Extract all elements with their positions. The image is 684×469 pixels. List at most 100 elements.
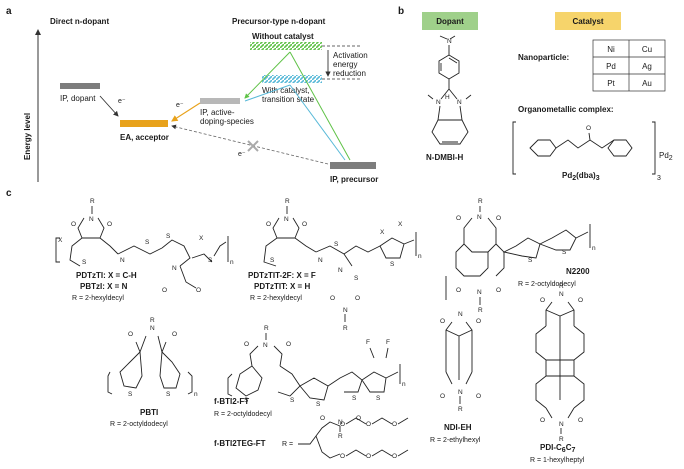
metal-ni: Ni xyxy=(607,45,615,54)
svg-text:O: O xyxy=(496,287,501,294)
svg-text:X: X xyxy=(58,237,63,244)
svg-text:O: O xyxy=(286,341,291,348)
svg-text:S: S xyxy=(390,261,395,268)
svg-text:n: n xyxy=(194,391,198,398)
metal-pt: Pt xyxy=(607,79,615,88)
svg-text:O: O xyxy=(496,215,501,222)
svg-text:N: N xyxy=(89,216,94,223)
svg-text:S: S xyxy=(352,395,357,402)
svg-text:N: N xyxy=(172,265,177,272)
svg-text:S: S xyxy=(208,257,213,264)
pbti-label: PBTI xyxy=(140,408,158,417)
panel-b: b Dopant Catalyst N N N H N-DMBI-H Nanop… xyxy=(398,6,673,182)
svg-text:S: S xyxy=(145,239,150,246)
svg-text:N: N xyxy=(477,289,482,296)
green-path-up xyxy=(289,51,351,161)
svg-text:O: O xyxy=(172,331,177,338)
svg-text:O: O xyxy=(586,125,591,132)
svg-text:R: R xyxy=(90,198,95,205)
teg-r-eq: R = xyxy=(282,441,293,448)
green-path-down xyxy=(244,51,291,99)
direct-title: Direct n-dopant xyxy=(50,17,109,26)
svg-text:O: O xyxy=(266,221,271,228)
dopant-tag xyxy=(422,12,478,30)
nanoparticle-label: Nanoparticle: xyxy=(518,53,569,62)
svg-text:N: N xyxy=(338,267,343,274)
svg-text:O: O xyxy=(302,221,307,228)
dopant-electron-arrow xyxy=(99,95,119,117)
teg-chain: O O O O O O xyxy=(298,417,409,460)
ndi-eh-structure: O O N O O N R xyxy=(440,311,481,413)
activation-label-2: energy xyxy=(333,60,357,69)
ea-acceptor-label: EA, acceptor xyxy=(120,133,169,142)
svg-text:O: O xyxy=(356,415,361,422)
svg-text:H: H xyxy=(445,94,450,101)
fbti2tegft-label: f-BTI2TEG-FT xyxy=(214,439,266,448)
svg-text:R: R xyxy=(478,307,483,314)
svg-text:O: O xyxy=(366,453,371,460)
active-electron-arrow xyxy=(171,102,201,122)
svg-text:O: O xyxy=(578,417,583,424)
svg-text:O: O xyxy=(392,421,397,428)
svg-text:N: N xyxy=(458,311,463,318)
dba-structure: O xyxy=(512,121,656,175)
n-dmbi-h-structure: N N N H xyxy=(427,35,472,145)
fbti2ft-label: f-BTI2-FT xyxy=(214,397,249,406)
svg-text:R: R xyxy=(343,325,348,332)
pdi-r-label: R = 1-hexylheptyl xyxy=(530,457,585,464)
y-axis-label: Energy level xyxy=(23,113,32,160)
panel-c: c R N O O S X N S S N O O X S n PD xyxy=(6,188,596,464)
panel-a: a Direct n-dopant Precursor-type n-dopan… xyxy=(6,6,378,184)
ip-active-label-1: IP, active- xyxy=(200,108,235,117)
with-catalyst-label-1: With catalyst, xyxy=(262,86,310,95)
bracket-sub: 3 xyxy=(657,175,661,182)
svg-text:O: O xyxy=(128,331,133,338)
metal-cu: Cu xyxy=(642,45,652,54)
svg-text:N: N xyxy=(436,99,441,106)
svg-text:S: S xyxy=(128,391,133,398)
svg-text:R: R xyxy=(478,198,483,205)
ip-dopant-label: IP, dopant xyxy=(60,94,96,103)
svg-text:N: N xyxy=(477,214,482,221)
panel-c-label: c xyxy=(6,188,12,199)
svg-text:S: S xyxy=(82,259,87,266)
ip-active-level xyxy=(200,98,240,104)
pdtztit-label: PDTzTIT: X = H xyxy=(254,282,310,291)
fbti2ft-r-label: R = 2-octyldodecyl xyxy=(214,411,272,418)
svg-text:N: N xyxy=(150,325,155,332)
pdtztit2f-label: PDTzTIT-2F: X = F xyxy=(248,271,316,280)
fbti2ft-structure: R N O O S S S S O O N R S F F n xyxy=(227,325,406,440)
svg-text:n: n xyxy=(592,245,596,252)
ip-active-label-2: doping-species xyxy=(200,117,254,126)
with-catalyst-label-2: transition state xyxy=(262,95,315,104)
svg-text:O: O xyxy=(330,295,335,302)
without-catalyst-level xyxy=(250,42,322,50)
svg-text:O: O xyxy=(340,421,345,428)
blocked-cross-icon xyxy=(247,140,259,152)
pdtzti-r-label: R = 2-hexyldecyl xyxy=(72,295,124,302)
svg-text:O: O xyxy=(366,421,371,428)
svg-text:R: R xyxy=(264,325,269,332)
blue-path-down xyxy=(244,84,291,102)
catalyst-tag-label: Catalyst xyxy=(572,17,603,26)
electron-3: e⁻ xyxy=(238,151,246,158)
svg-text:S: S xyxy=(376,395,381,402)
svg-text:n: n xyxy=(418,253,422,260)
panel-b-label: b xyxy=(398,6,404,17)
svg-text:N: N xyxy=(447,38,452,45)
pdtzti-structure: R N O O S X N S S N O O X S n xyxy=(55,198,234,294)
electron-2: e⁻ xyxy=(176,102,184,109)
pdi-structure: O O N R O O N R xyxy=(535,283,585,443)
activation-label-1: Activation xyxy=(333,51,368,60)
svg-text:F: F xyxy=(366,339,370,346)
n2200-r-label: R = 2-octyldodecyl xyxy=(518,281,576,288)
blue-path-up xyxy=(289,84,346,161)
svg-text:N: N xyxy=(457,99,462,106)
without-catalyst-label: Without catalyst xyxy=(252,32,314,41)
svg-text:R: R xyxy=(559,283,564,290)
svg-text:S: S xyxy=(354,275,359,282)
svg-text:X: X xyxy=(199,235,204,242)
svg-text:O: O xyxy=(340,453,345,460)
svg-text:O: O xyxy=(107,221,112,228)
svg-text:N: N xyxy=(343,307,348,314)
